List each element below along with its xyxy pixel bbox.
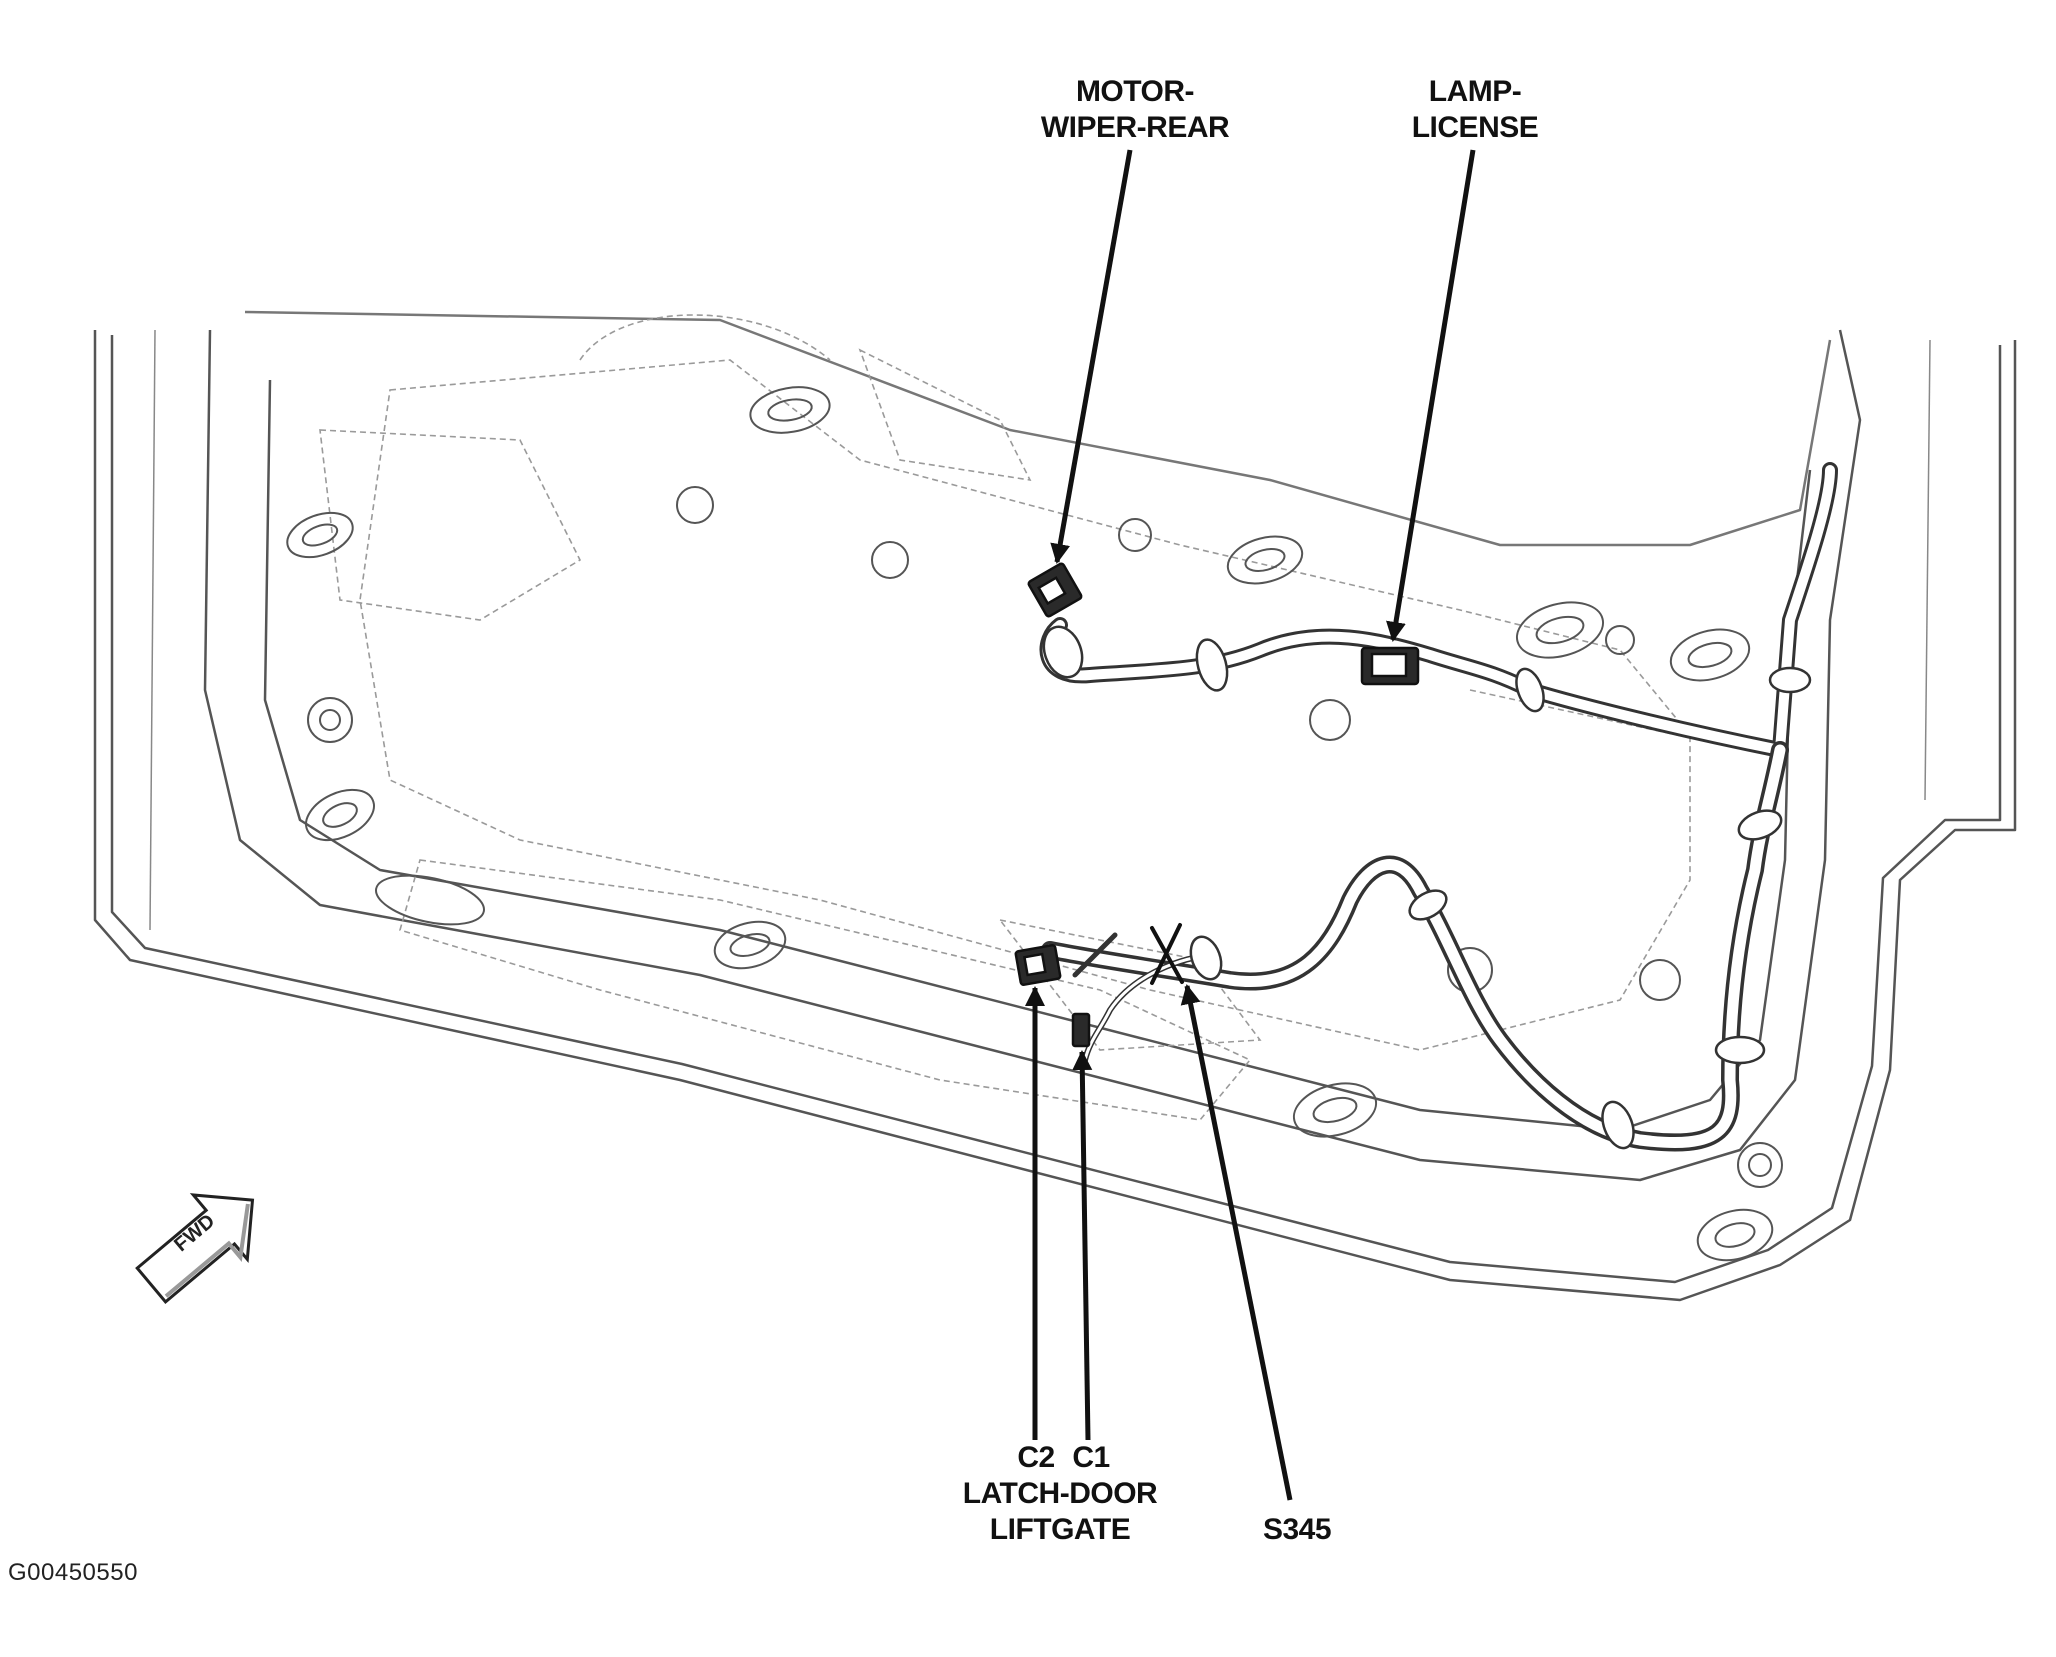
liftgate-panel (93, 310, 2017, 1302)
figure-id-label: G00450550 (8, 1559, 138, 1586)
inner-panel-recesses (319, 314, 1701, 1121)
splice-x-mark-icon (1150, 923, 1184, 985)
access-holes (286, 386, 1783, 1262)
motor-wiper-rear-label-line1: MOTOR- (1075, 75, 1195, 108)
lamp-license-label-line1: LAMP- (1428, 75, 1522, 108)
c2-connector-label: C2 (1017, 1441, 1055, 1474)
s345-splice-label: S345 (1262, 1513, 1332, 1546)
c1-connector-label: C1 (1072, 1441, 1110, 1474)
wiring-harness (1039, 462, 1838, 1152)
motor-wiper-rear-label: MOTOR- WIPER-REAR (1030, 74, 1240, 146)
lamp-license-label-line2: LICENSE (1411, 111, 1539, 144)
latch-door-label-line1: LATCH-DOOR (962, 1477, 1158, 1510)
forward-direction-arrow-icon (135, 1193, 255, 1304)
latch-door-liftgate-label: LATCH-DOOR LIFTGATE (940, 1476, 1180, 1548)
connectors (1014, 562, 1420, 1048)
leader-lines (1025, 149, 1476, 1501)
motor-wiper-rear-label-line2: WIPER-REAR (1040, 111, 1230, 144)
harness-clips (1042, 625, 1812, 1150)
latch-door-label-line2: LIFTGATE (989, 1513, 1131, 1546)
lamp-license-label: LAMP- LICENSE (1390, 74, 1560, 146)
